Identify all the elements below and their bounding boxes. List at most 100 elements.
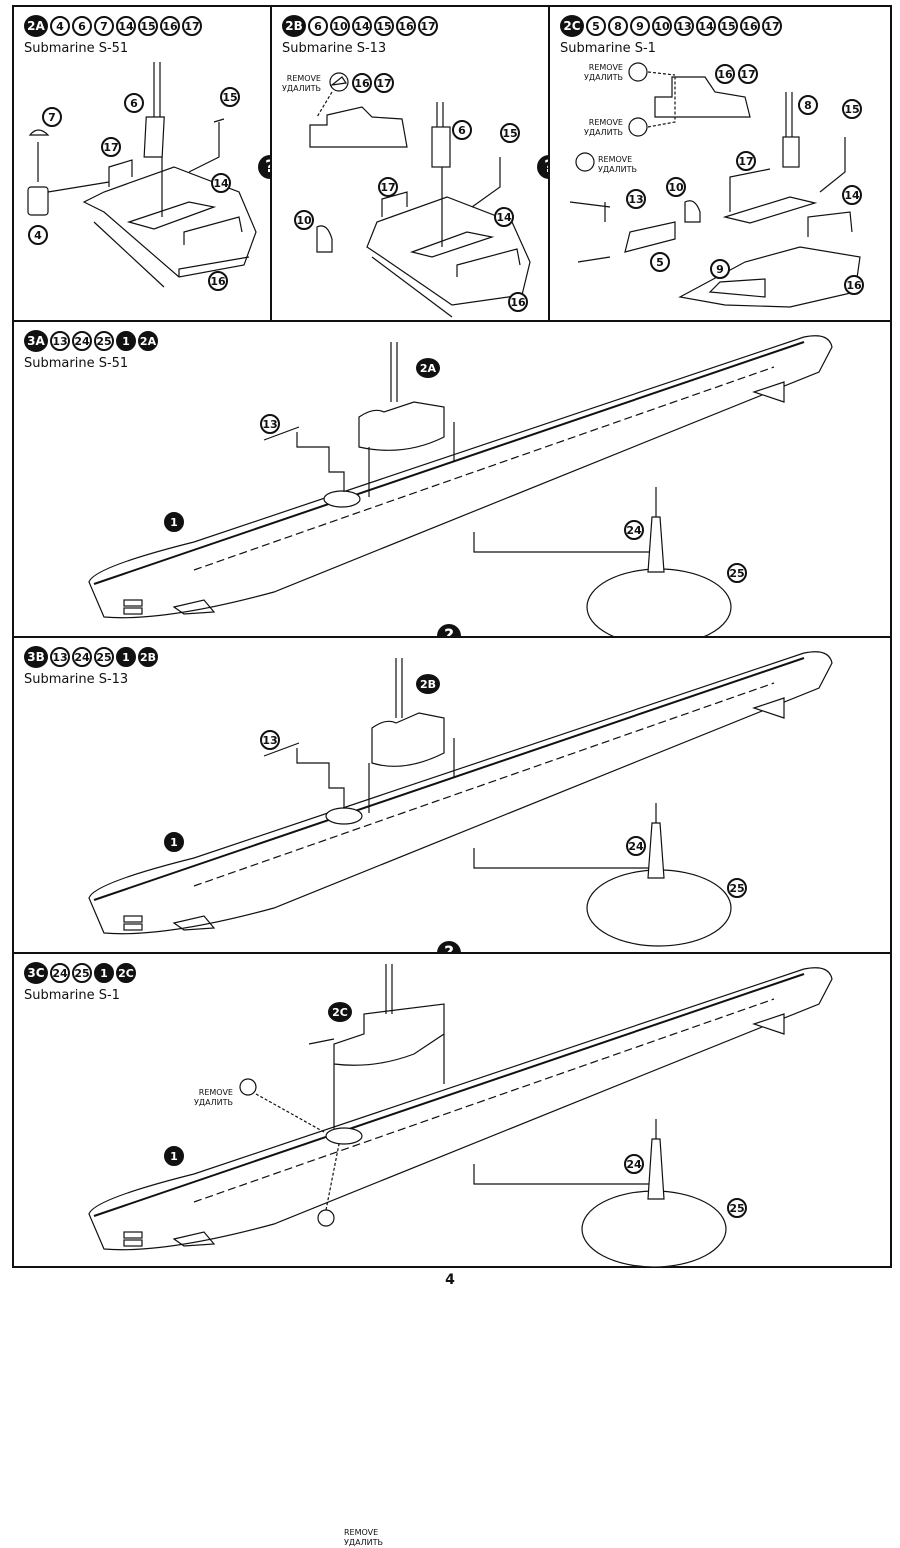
- part-callout: 25: [727, 1198, 747, 1218]
- remove-label-en: REMOVE: [588, 118, 623, 127]
- part-badge: 2C: [116, 963, 136, 983]
- part-callout: 1: [164, 832, 184, 852]
- part-badge: 9: [630, 16, 650, 36]
- remove-instruction: REMOVE УДАЛИТЬ: [584, 118, 623, 138]
- part-callout: 14: [211, 173, 231, 193]
- remove-label-en: REMOVE: [598, 155, 633, 164]
- step-3a-panel: 3A 13 24 25 1 2A Submarine S-51 2A 13 1: [12, 320, 892, 638]
- part-callout: 15: [842, 99, 862, 119]
- part-badge: 24: [72, 647, 92, 667]
- part-callout: 25: [727, 563, 747, 583]
- part-callout: 9: [710, 259, 730, 279]
- part-callout: 24: [626, 836, 646, 856]
- part-callout: 15: [220, 87, 240, 107]
- cutter-icon: [329, 72, 349, 92]
- part-callout: 24: [624, 520, 644, 540]
- part-callout: 25: [727, 878, 747, 898]
- submarine-hull-diagram: [88, 964, 833, 1268]
- step-2a-header: 2A 4 6 7 14 15 16 17: [24, 15, 202, 37]
- step-2a-panel: 2A 4 6 7 14 15 16 17 Submarine S-51 7 6 …: [12, 5, 272, 322]
- remove-instruction: REMOVE УДАЛИТЬ: [598, 155, 637, 175]
- part-callout: 2A: [416, 358, 440, 378]
- step-3b-panel: 3B 13 24 25 1 2B Submarine S-13 2B 13 1: [12, 636, 892, 954]
- part-badge: 15: [718, 16, 738, 36]
- step-title: Submarine S-51: [24, 356, 129, 371]
- part-callout: 17: [378, 177, 398, 197]
- step-badge: 2A: [24, 15, 48, 37]
- step-title: Submarine S-1: [560, 41, 656, 56]
- conning-tower-assembly-diagram: [569, 62, 861, 308]
- step-badge: 3A: [24, 330, 48, 352]
- remove-instruction: REMOVE УДАЛИТЬ: [194, 1088, 233, 1108]
- part-badge: 2B: [138, 647, 158, 667]
- remove-label-en: REMOVE: [588, 63, 623, 72]
- part-badge: 8: [608, 16, 628, 36]
- step-title: Submarine S-1: [24, 988, 120, 1003]
- remove-label-en: REMOVE: [286, 74, 321, 83]
- part-badge: 25: [72, 963, 92, 983]
- part-callout: 2C: [328, 1002, 352, 1022]
- part-badge: 24: [50, 963, 70, 983]
- part-callout: 4: [28, 225, 48, 245]
- step-badge: 3B: [24, 646, 48, 668]
- part-badge: 25: [94, 331, 114, 351]
- part-badge: 14: [352, 16, 372, 36]
- part-callout: 16: [715, 64, 735, 84]
- page-number: 4: [445, 1272, 455, 1288]
- part-callout: 13: [626, 189, 646, 209]
- part-callout: 17: [374, 73, 394, 93]
- step-title: Submarine S-13: [282, 41, 387, 56]
- part-callout: 8: [798, 95, 818, 115]
- part-callout: 10: [666, 177, 686, 197]
- part-callout: 2B: [416, 674, 440, 694]
- part-callout: 14: [494, 207, 514, 227]
- remove-instruction-keel-bottom: REMOVE УДАЛИТЬ: [344, 1528, 383, 1548]
- remove-label-ru: УДАЛИТЬ: [584, 73, 623, 82]
- step-3b-header: 3B 13 24 25 1 2B: [24, 646, 158, 668]
- part-badge: 6: [72, 16, 92, 36]
- part-badge: 16: [396, 16, 416, 36]
- submarine-hull-diagram: [88, 651, 833, 947]
- part-callout: 1: [164, 1146, 184, 1166]
- cutter-icon: [575, 152, 595, 172]
- step-3c-panel: 3C 24 25 1 2C Submarine S-1 REMOVE УДАЛИ…: [12, 952, 892, 1547]
- step-3c-header: 3C 24 25 1 2C: [24, 962, 136, 984]
- part-callout: 5: [650, 252, 670, 272]
- part-badge: 10: [652, 16, 672, 36]
- remove-instruction: REMOVE УДАЛИТЬ: [282, 74, 321, 94]
- cutter-icon: [628, 117, 648, 137]
- part-badge: 13: [50, 331, 70, 351]
- part-badge: 15: [374, 16, 394, 36]
- remove-label-ru: УДАЛИТЬ: [344, 1538, 383, 1547]
- part-badge: 10: [330, 16, 350, 36]
- part-callout: 15: [500, 123, 520, 143]
- part-callout: 16: [208, 271, 228, 291]
- cutter-icon: [317, 1209, 335, 1227]
- part-callout: 17: [738, 64, 758, 84]
- part-callout: 17: [736, 151, 756, 171]
- step-2c-panel: 2C 5 8 9 10 13 14 15 16 17 Submarine S-1…: [548, 5, 892, 322]
- part-callout: 16: [352, 73, 372, 93]
- part-badge: 2A: [138, 331, 158, 351]
- part-callout: 14: [842, 185, 862, 205]
- step-2c-header: 2C 5 8 9 10 13 14 15 16 17: [560, 15, 782, 37]
- remove-label-ru: УДАЛИТЬ: [584, 128, 623, 137]
- part-callout: 24: [624, 1154, 644, 1174]
- part-callout: 1: [164, 512, 184, 532]
- part-badge: 4: [50, 16, 70, 36]
- part-callout: 16: [508, 292, 528, 312]
- cutter-icon: [239, 1078, 257, 1096]
- part-badge: 16: [740, 16, 760, 36]
- part-badge: 14: [696, 16, 716, 36]
- part-badge: 24: [72, 331, 92, 351]
- part-badge: 1: [116, 647, 136, 667]
- part-callout: 6: [452, 120, 472, 140]
- step-title: Submarine S-13: [24, 672, 129, 687]
- step-3a-header: 3A 13 24 25 1 2A: [24, 330, 158, 352]
- part-callout: 16: [844, 275, 864, 295]
- part-callout: 17: [101, 137, 121, 157]
- part-badge: 6: [308, 16, 328, 36]
- part-callout: 13: [260, 414, 280, 434]
- remove-label-en: REMOVE: [198, 1088, 233, 1097]
- part-callout: 10: [294, 210, 314, 230]
